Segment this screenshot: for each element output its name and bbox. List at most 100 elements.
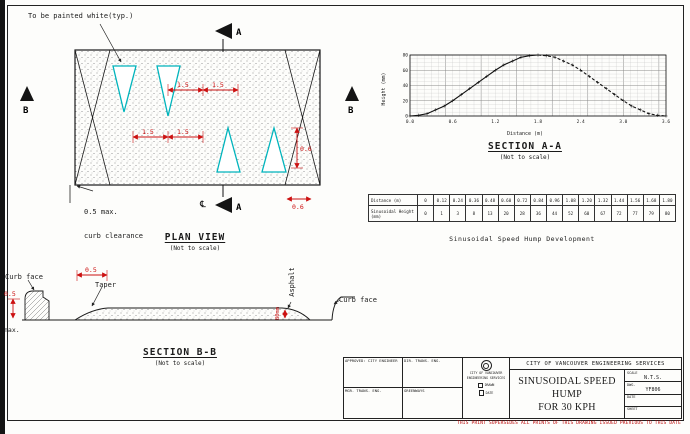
city-logo <box>480 360 492 371</box>
plan-view-title: PLAN VIEW <box>164 232 226 243</box>
table-cell: 36 <box>529 205 548 222</box>
dim-label-height: 80mm <box>275 306 281 320</box>
section-aa-chart: 0.0 0.6 1.2 1.8 2.4 3.0 3.6 0 20 40 60 80 <box>403 53 670 126</box>
table-cell: 0.48 <box>481 194 499 206</box>
table-cell: 0.84 <box>529 194 548 206</box>
meta-row-dwg: DWG. YF806 <box>625 382 681 395</box>
meta-label: SCALE <box>627 370 638 375</box>
table-cell: 0.36 <box>465 194 483 206</box>
table-cell: 0 <box>416 205 435 222</box>
table-cell: 1.56 <box>626 194 644 206</box>
x-tick-label: 1.8 <box>534 119 542 125</box>
chart-x-axis-label: Distance (m) <box>506 131 544 137</box>
y-tick-label: 0 <box>405 114 408 120</box>
curb-clearance-note: 0.5 max. curb clearance <box>84 192 143 256</box>
approval-label: GREENWAYS <box>404 388 425 393</box>
meta-value: N.T.S. <box>643 374 663 381</box>
meta-row-scale: SCALE N.T.S. <box>625 370 681 383</box>
drawing-title-line1: SINUSOIDAL SPEED HUMP <box>518 375 616 400</box>
table-cell: 0.60 <box>497 194 515 206</box>
table-cell: 79 <box>642 205 660 222</box>
section-bb-dimensions <box>8 270 288 319</box>
table-cell: 1.32 <box>594 194 612 206</box>
section-bb-drawing: 0.5 0.5 80mm max. <box>4 266 355 334</box>
date-checkbox[interactable] <box>478 390 485 396</box>
table-cell: 60 <box>578 205 596 222</box>
plan-dimensions <box>132 84 312 202</box>
fine-print-note: THIS PRINT SUPERSEDES ALL PRINTS OF THIS… <box>456 421 681 426</box>
table-cell: 0.12 <box>433 194 451 206</box>
title-block: APPROVED: CITY ENGINEER DIR. TRANS. ENG.… <box>343 357 682 419</box>
table-cell: 0.96 <box>545 194 564 206</box>
table-cell: 80 <box>658 205 677 222</box>
x-tick-label: 0.6 <box>449 119 457 125</box>
x-tick-label: 0.0 <box>406 119 414 125</box>
drawn-row: DRAWN <box>477 382 495 389</box>
plan-view-drawing: 1.5 1.5 1.5 1.5 0.6 0.6 A A B <box>20 23 359 213</box>
dim-label: 0.5 <box>85 266 97 274</box>
section-b-arrow-left <box>20 86 34 101</box>
dim-label: 1.5 <box>177 81 189 89</box>
table-row-label: Sinusoidal Height (mm) <box>368 205 418 222</box>
table-cell: 0.72 <box>513 194 531 206</box>
table-caption: Sinusoidal Speed Hump Development <box>449 235 595 243</box>
table-cell: 72 <box>610 205 628 222</box>
x-tick-label: 2.4 <box>577 119 585 125</box>
dim-suffix-max: max. <box>4 326 20 334</box>
dim-label: 1.5 <box>142 128 154 136</box>
section-a-arrow-top <box>215 23 232 39</box>
speed-hump-cross-section <box>73 307 312 321</box>
section-bb-title: SECTION B-B <box>143 347 217 358</box>
dim-label: 0.6 <box>300 145 312 153</box>
table-cell: 0 <box>416 194 435 206</box>
plan-view-subtitle: (Not to scale) <box>169 245 221 252</box>
asphalt-label: Asphalt <box>288 267 296 297</box>
y-tick-label: 80 <box>403 53 409 59</box>
x-tick-label: 3.6 <box>662 119 670 125</box>
x-tick-label: 3.0 <box>619 119 627 125</box>
hump-end-taper-lines <box>74 49 321 186</box>
chart-y-axis-label: Height (mm) <box>381 72 387 106</box>
y-tick-label: 40 <box>403 83 409 89</box>
section-cut-markers: A A B B ℄ <box>20 23 359 213</box>
section-a-arrow-bottom <box>215 197 232 213</box>
sheet-border <box>7 5 684 421</box>
taper-label: Taper <box>95 281 117 289</box>
drawn-label: DRAWN <box>484 383 495 388</box>
drawn-checkbox[interactable] <box>477 382 484 389</box>
approval-cell: APPROVED: CITY ENGINEER <box>344 358 403 388</box>
y-tick-label: 20 <box>403 98 409 104</box>
curb-face-right-label: Curb face <box>339 296 377 304</box>
x-tick-label: 1.2 <box>491 119 499 125</box>
section-bb-dimension-text: 0.5 0.5 80mm <box>4 266 281 320</box>
office-line1: CITY OF VANCOUVER <box>469 371 503 375</box>
section-a-label-bottom: A <box>236 203 242 213</box>
approval-cell: MGR. TRANS. ENG. <box>344 388 403 418</box>
section-a-label-top: A <box>236 28 242 38</box>
table-cell: 44 <box>545 205 564 222</box>
table-cell: 1.68 <box>642 194 660 206</box>
organization-name: CITY OF VANCOUVER ENGINEERING SERVICES <box>510 358 681 370</box>
drawing-title-line2: FOR 30 KPH <box>538 401 596 413</box>
table-cell: 1.20 <box>578 194 596 206</box>
date-row: DATE <box>478 390 494 396</box>
table-cell: 1.44 <box>610 194 628 206</box>
office-line2: ENGINEERING SERVICES <box>466 375 506 380</box>
section-aa-title: SECTION A-A <box>488 141 562 152</box>
table-cell: 0.24 <box>449 194 467 206</box>
curb-clearance-line2: curb clearance <box>84 232 144 240</box>
approval-label: DIR. TRANS. ENG. <box>404 358 441 363</box>
approval-cell: GREENWAYS <box>403 388 462 418</box>
approval-label: MGR. TRANS. ENG. <box>345 388 382 393</box>
table-cell: 67 <box>594 205 612 222</box>
date-label: DATE <box>485 390 494 395</box>
meta-label: SHEET <box>627 407 638 412</box>
approval-cells: APPROVED: CITY ENGINEER DIR. TRANS. ENG.… <box>344 358 463 418</box>
centerline-symbol: ℄ <box>199 200 206 210</box>
plan-leaders <box>69 23 122 203</box>
dim-label: 0.6 <box>292 203 304 211</box>
y-tick-label: 60 <box>403 68 409 74</box>
